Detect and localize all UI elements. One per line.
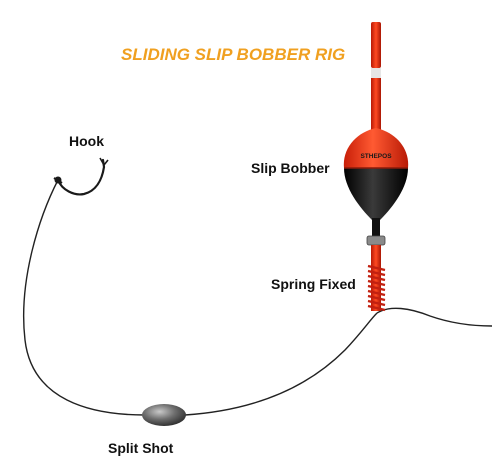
fishing-line-to-bobber: [184, 312, 378, 416]
slip-bobber-label: Slip Bobber: [251, 160, 330, 176]
split-shot-icon: [142, 404, 186, 426]
spring-fixed-label: Spring Fixed: [271, 276, 356, 292]
fishing-line: [23, 179, 146, 416]
split-shot-label: Split Shot: [108, 440, 174, 456]
spring-icon: [367, 264, 386, 312]
diagram-title: SLIDING SLIP BOBBER RIG: [121, 45, 346, 64]
hook-icon: [53, 157, 109, 196]
hook-label: Hook: [69, 133, 104, 149]
fishing-line-tail: [376, 307, 493, 327]
bobber-brand: STHEPOS: [360, 153, 392, 160]
